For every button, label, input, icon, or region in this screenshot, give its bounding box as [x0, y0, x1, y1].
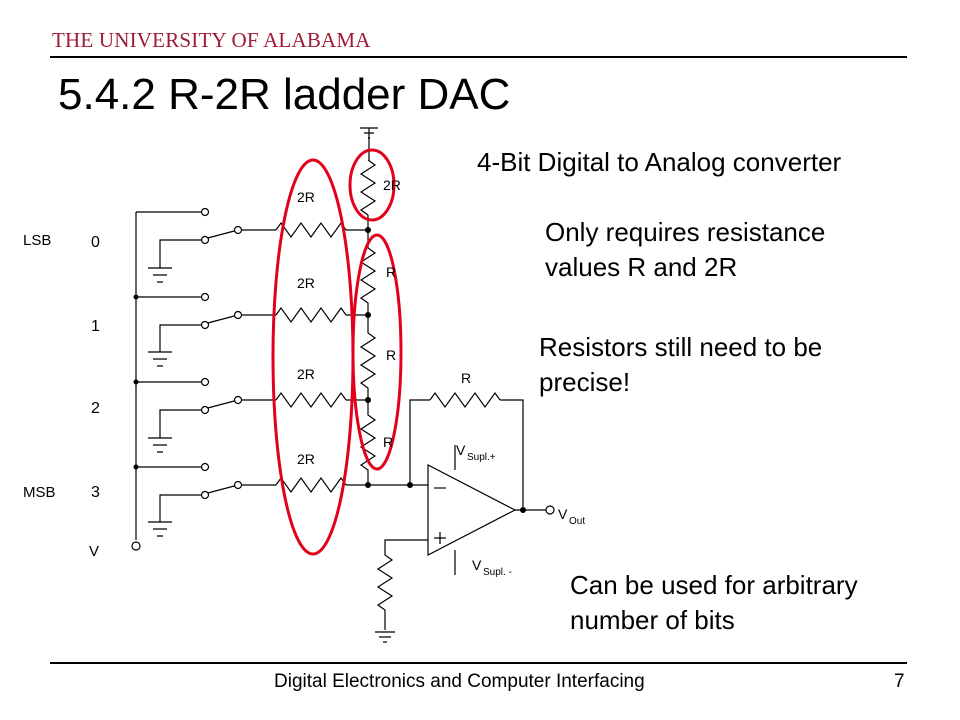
label-2r: 2R [383, 177, 401, 193]
point-resistance-line2: values R and 2R [545, 252, 738, 282]
bit-label: 3 [91, 484, 100, 501]
ground-icon [148, 521, 172, 537]
label-r: R [386, 347, 396, 363]
point-arbitrary-line1: Can be used for arbitrary [570, 570, 858, 600]
feedback-right-wire [500, 399, 524, 510]
vsupl-neg-v: V [472, 557, 482, 573]
highlight-2r-resistors [271, 158, 355, 556]
resistor-2r-2 [275, 391, 347, 409]
label-2r: 2R [297, 451, 315, 467]
label-r: R [461, 370, 471, 386]
resistor-r-1 [359, 315, 377, 400]
label-2r: 2R [297, 189, 315, 205]
bit-label: 1 [91, 318, 100, 335]
resistor-2r-0 [275, 221, 347, 239]
resistor-2r-1 [275, 306, 347, 324]
ground-icon [148, 437, 172, 453]
vout-label: Out [569, 516, 585, 527]
point-arbitrary-line2: number of bits [570, 605, 735, 635]
point-precise-line2: precise! [539, 367, 631, 397]
highlight-2r-top [348, 148, 396, 222]
label-2r: 2R [297, 275, 315, 291]
highlight-r-chain [351, 233, 403, 471]
university-logo-text: THE UNIVERSITY OF ALABAMA [52, 28, 371, 52]
ground-icon [148, 267, 172, 283]
switch-output-wires [238, 229, 276, 486]
op-amp-triangle [427, 464, 517, 556]
vout-v: V [558, 506, 568, 522]
resistor-bias [376, 539, 428, 630]
point-precise-line1: Resistors still need to be [539, 332, 823, 362]
label-r: R [383, 434, 393, 450]
bit-label: 0 [91, 234, 100, 251]
resistor-r-0 [359, 230, 377, 315]
resistor-r-2 [359, 400, 377, 485]
slide-title: 5.4.2 R-2R ladder DAC [58, 70, 511, 119]
switch-blades [203, 229, 239, 495]
header-divider [50, 56, 907, 58]
resistor-2r-3 [275, 476, 347, 494]
vsupl-pos-label: Supl.+ [467, 452, 496, 463]
ground-icon [148, 351, 172, 367]
resistor-2r-top [359, 159, 377, 216]
point-4bit: 4-Bit Digital to Analog converter [477, 147, 842, 177]
point-resistance-line1: Only requires resistance [545, 217, 826, 247]
label-2r: 2R [297, 366, 315, 382]
vsupl-neg-label: Supl. - [483, 567, 512, 578]
ladder-node-wires [346, 229, 410, 486]
page-number: 7 [894, 671, 905, 692]
footer-divider [50, 662, 907, 664]
v-label: V [89, 543, 99, 560]
bit-label: 2 [91, 400, 100, 417]
resistor-r-feedback [429, 391, 501, 409]
msb-label: MSB [23, 484, 56, 501]
ground-feed-wires [159, 239, 202, 522]
feedback-left-wire [409, 399, 430, 485]
lsb-label: LSB [23, 232, 51, 249]
footer-course: Digital Electronics and Computer Interfa… [274, 671, 645, 692]
op-amp-plus-sign [434, 532, 446, 544]
ground-icon [375, 631, 395, 643]
switch-feed-wires [136, 211, 202, 468]
label-r: R [386, 264, 396, 280]
vsupl-pos-v: V [456, 442, 466, 458]
